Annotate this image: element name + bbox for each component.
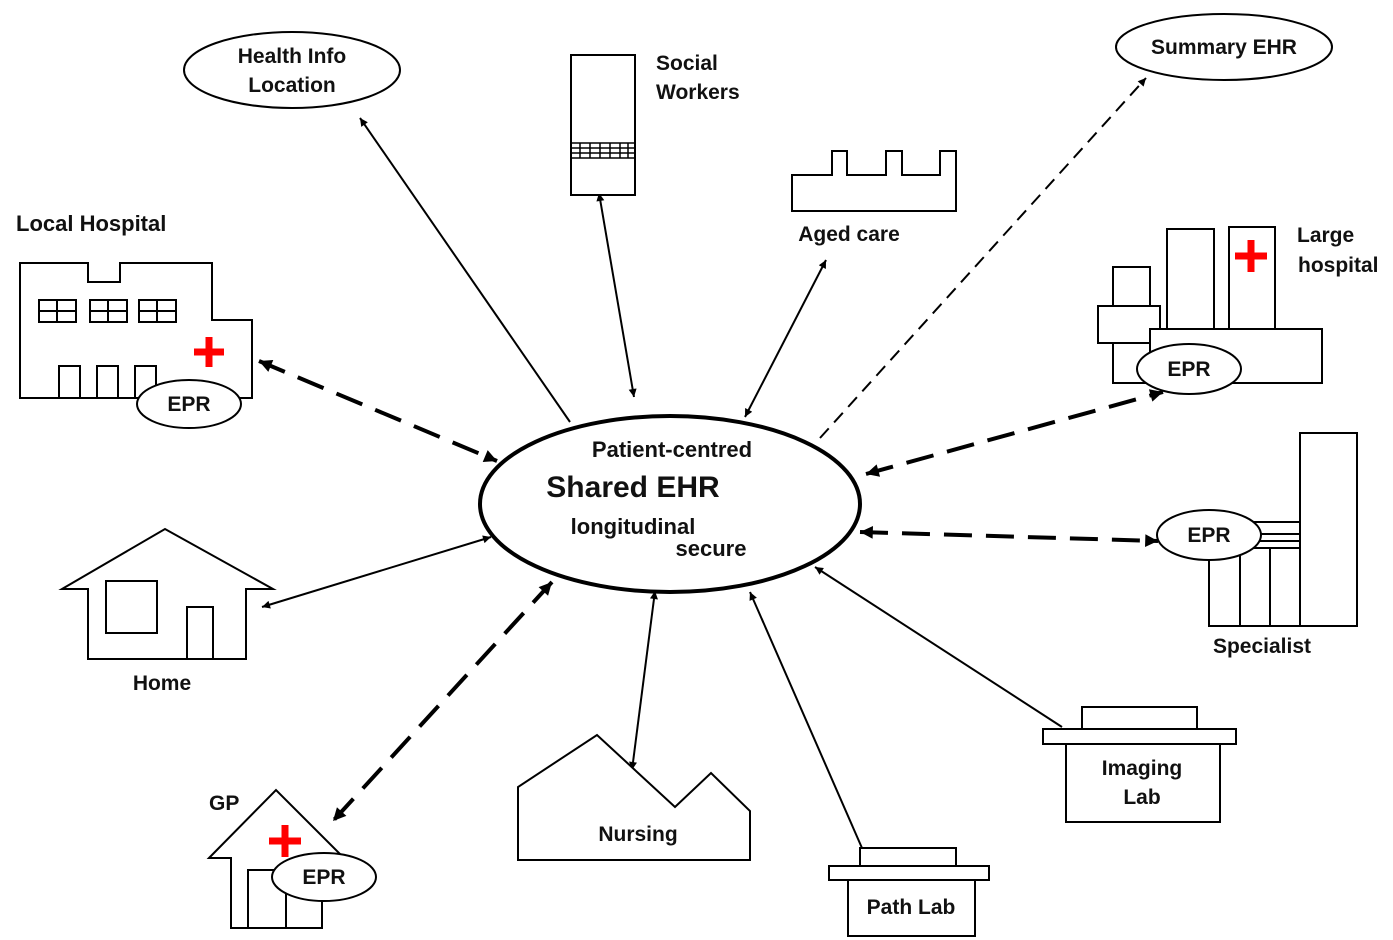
connector-home — [261, 535, 492, 609]
specialist-label: Specialist — [1213, 635, 1311, 658]
connector-specialist — [859, 525, 1159, 548]
gp-node[interactable]: GP EPR — [206, 788, 377, 929]
path-lab-body-icon — [847, 879, 976, 937]
social-workers-pattern-icon — [571, 142, 635, 159]
social-workers-label-line2: Workers — [656, 81, 740, 104]
local-hospital-label: Local Hospital — [16, 211, 166, 236]
imaging-lab-body-icon — [1065, 743, 1221, 823]
home-node[interactable]: Home — [58, 527, 277, 695]
large-hospital-label-line1: Large — [1297, 224, 1354, 247]
aged-care-label: Aged care — [798, 223, 900, 246]
imaging-lab-label-line2: Lab — [1123, 786, 1160, 809]
gp-epr-ellipse — [271, 852, 377, 902]
gp-cross-icon — [269, 825, 301, 857]
gp-epr-label: EPR — [302, 866, 345, 889]
specialist-node[interactable]: EPR Specialist — [1156, 432, 1358, 658]
center-line-longitudinal: longitudinal — [571, 514, 696, 539]
summary-ehr-node[interactable]: Summary EHR — [1115, 13, 1333, 81]
nursing-node[interactable]: Nursing — [517, 733, 751, 861]
specialist-epr-label: EPR — [1187, 524, 1230, 547]
home-window-icon — [105, 580, 158, 634]
specialist-epr-ellipse — [1156, 509, 1262, 561]
social-workers-building-icon — [570, 54, 636, 196]
path-lab-tray-icon — [828, 865, 990, 881]
center-line-shared-ehr: Shared EHR — [546, 471, 720, 504]
aged-care-building-icon — [791, 150, 957, 212]
local-hospital-epr-ellipse — [136, 379, 242, 429]
connector-health-info — [359, 117, 571, 423]
local-hospital-node[interactable]: Local Hospital EPR — [16, 211, 253, 429]
local-hospital-windows-icon — [38, 299, 177, 399]
large-hospital-node[interactable]: EPR Large hospital — [1097, 224, 1379, 395]
imaging-lab-top-icon — [1081, 706, 1198, 730]
aged-care-node[interactable]: Aged care — [791, 150, 957, 246]
center-line-secure: secure — [676, 536, 747, 561]
connector-path-lab — [749, 591, 863, 849]
connector-imaging-lab — [814, 566, 1063, 728]
path-lab-label: Path Lab — [867, 896, 956, 919]
path-lab-node[interactable]: Path Lab — [828, 847, 990, 937]
large-hospital-epr-ellipse — [1136, 343, 1242, 395]
health-info-label-line2: Location — [248, 74, 336, 97]
connector-large-hospital — [865, 389, 1164, 477]
specialist-tower-icon — [1299, 432, 1358, 627]
path-lab-top-icon — [859, 847, 957, 868]
imaging-lab-node[interactable]: Imaging Lab — [1042, 706, 1237, 823]
summary-ehr-ellipse — [1115, 13, 1333, 81]
summary-ehr-label: Summary EHR — [1151, 36, 1297, 59]
center-line-patient-centred: Patient-centred — [592, 437, 752, 462]
local-hospital-cross-icon — [194, 337, 224, 367]
social-workers-node[interactable]: Social Workers — [570, 52, 740, 196]
shared-ehr-ellipse — [478, 414, 862, 594]
local-hospital-building-icon — [19, 262, 253, 399]
health-info-location-node[interactable]: Health Info Location — [183, 31, 401, 109]
nursing-label: Nursing — [598, 823, 677, 846]
social-workers-label-line1: Social — [656, 52, 718, 75]
imaging-lab-tray-icon — [1042, 728, 1237, 745]
connector-gp — [331, 580, 554, 823]
shared-ehr-hub[interactable]: Patient-centred Shared EHR longitudinal … — [478, 414, 862, 594]
connector-aged-care — [744, 259, 827, 418]
imaging-lab-label-line1: Imaging — [1102, 757, 1183, 780]
health-info-label-line1: Health Info — [238, 45, 347, 68]
connector-local-hospital — [258, 359, 498, 463]
connector-nursing — [629, 590, 658, 771]
local-hospital-epr-label: EPR — [167, 393, 210, 416]
connector-summary-ehr — [819, 77, 1147, 439]
large-hospital-cross-icon — [1235, 240, 1267, 272]
health-info-ellipse — [183, 31, 401, 109]
connector-social-workers — [596, 192, 637, 398]
home-house-icon — [58, 527, 277, 660]
nursing-building-icon — [517, 733, 751, 861]
home-label: Home — [133, 672, 191, 695]
connectors — [258, 77, 1164, 849]
large-hospital-epr-label: EPR — [1167, 358, 1210, 381]
gp-label: GP — [209, 792, 239, 815]
large-hospital-label-line2: hospital — [1298, 254, 1379, 277]
home-door-icon — [186, 606, 214, 660]
